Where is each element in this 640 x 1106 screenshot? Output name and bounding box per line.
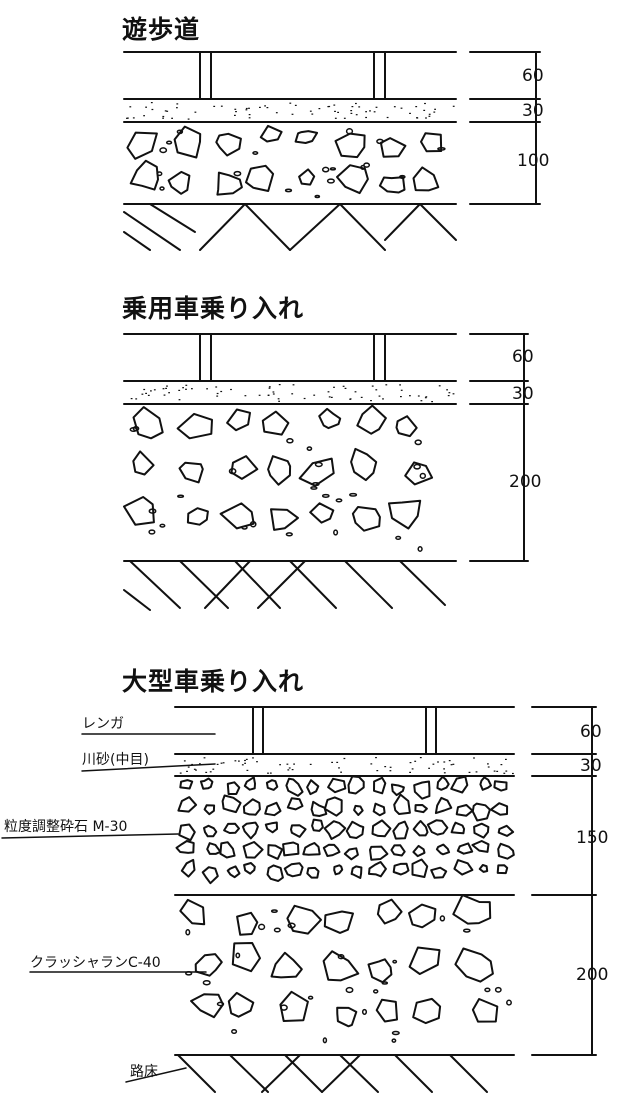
label-brick: レンガ <box>82 716 124 732</box>
label-subgrade: 路床 <box>130 1064 158 1080</box>
dim-brick-3: 60 <box>580 722 602 742</box>
section-title-passenger-car: 乗用車乗り入れ <box>122 294 305 323</box>
dimension-line-2 <box>469 333 529 562</box>
subgrade-hatch-3 <box>177 1054 488 1093</box>
section-passenger-car-drawing <box>123 333 529 611</box>
subgrade-hatch-1 <box>123 203 457 251</box>
section-title-large-vehicle: 大型車乗り入れ <box>122 667 305 696</box>
dim-brick-2: 60 <box>512 347 534 367</box>
leader-lines <box>1 733 216 1083</box>
dim-gravel-2: 200 <box>509 472 542 492</box>
dimension-line-3 <box>531 706 597 1056</box>
dim-gravel-1: 100 <box>517 151 550 171</box>
section-title-walkway: 遊歩道 <box>122 15 201 44</box>
dim-crusher-run: 200 <box>576 965 609 985</box>
label-crusher-run: クラッシャランC-40 <box>30 955 161 971</box>
dim-sand-1: 30 <box>522 101 544 121</box>
subgrade-hatch-2 <box>123 560 446 611</box>
aggregate-textures <box>123 102 515 1044</box>
label-graded-gravel: 粒度調整砕石 M-30 <box>4 819 128 835</box>
dim-sand-2: 30 <box>512 384 534 404</box>
label-river-sand: 川砂(中目) <box>82 752 149 768</box>
section-large-vehicle-drawing <box>1 706 597 1093</box>
section-walkway-drawing <box>123 51 541 251</box>
dim-gravel-m30: 150 <box>576 828 609 848</box>
dim-brick-1: 60 <box>522 66 544 86</box>
dim-sand-3: 30 <box>580 756 602 776</box>
dimension-line-1 <box>469 51 541 205</box>
